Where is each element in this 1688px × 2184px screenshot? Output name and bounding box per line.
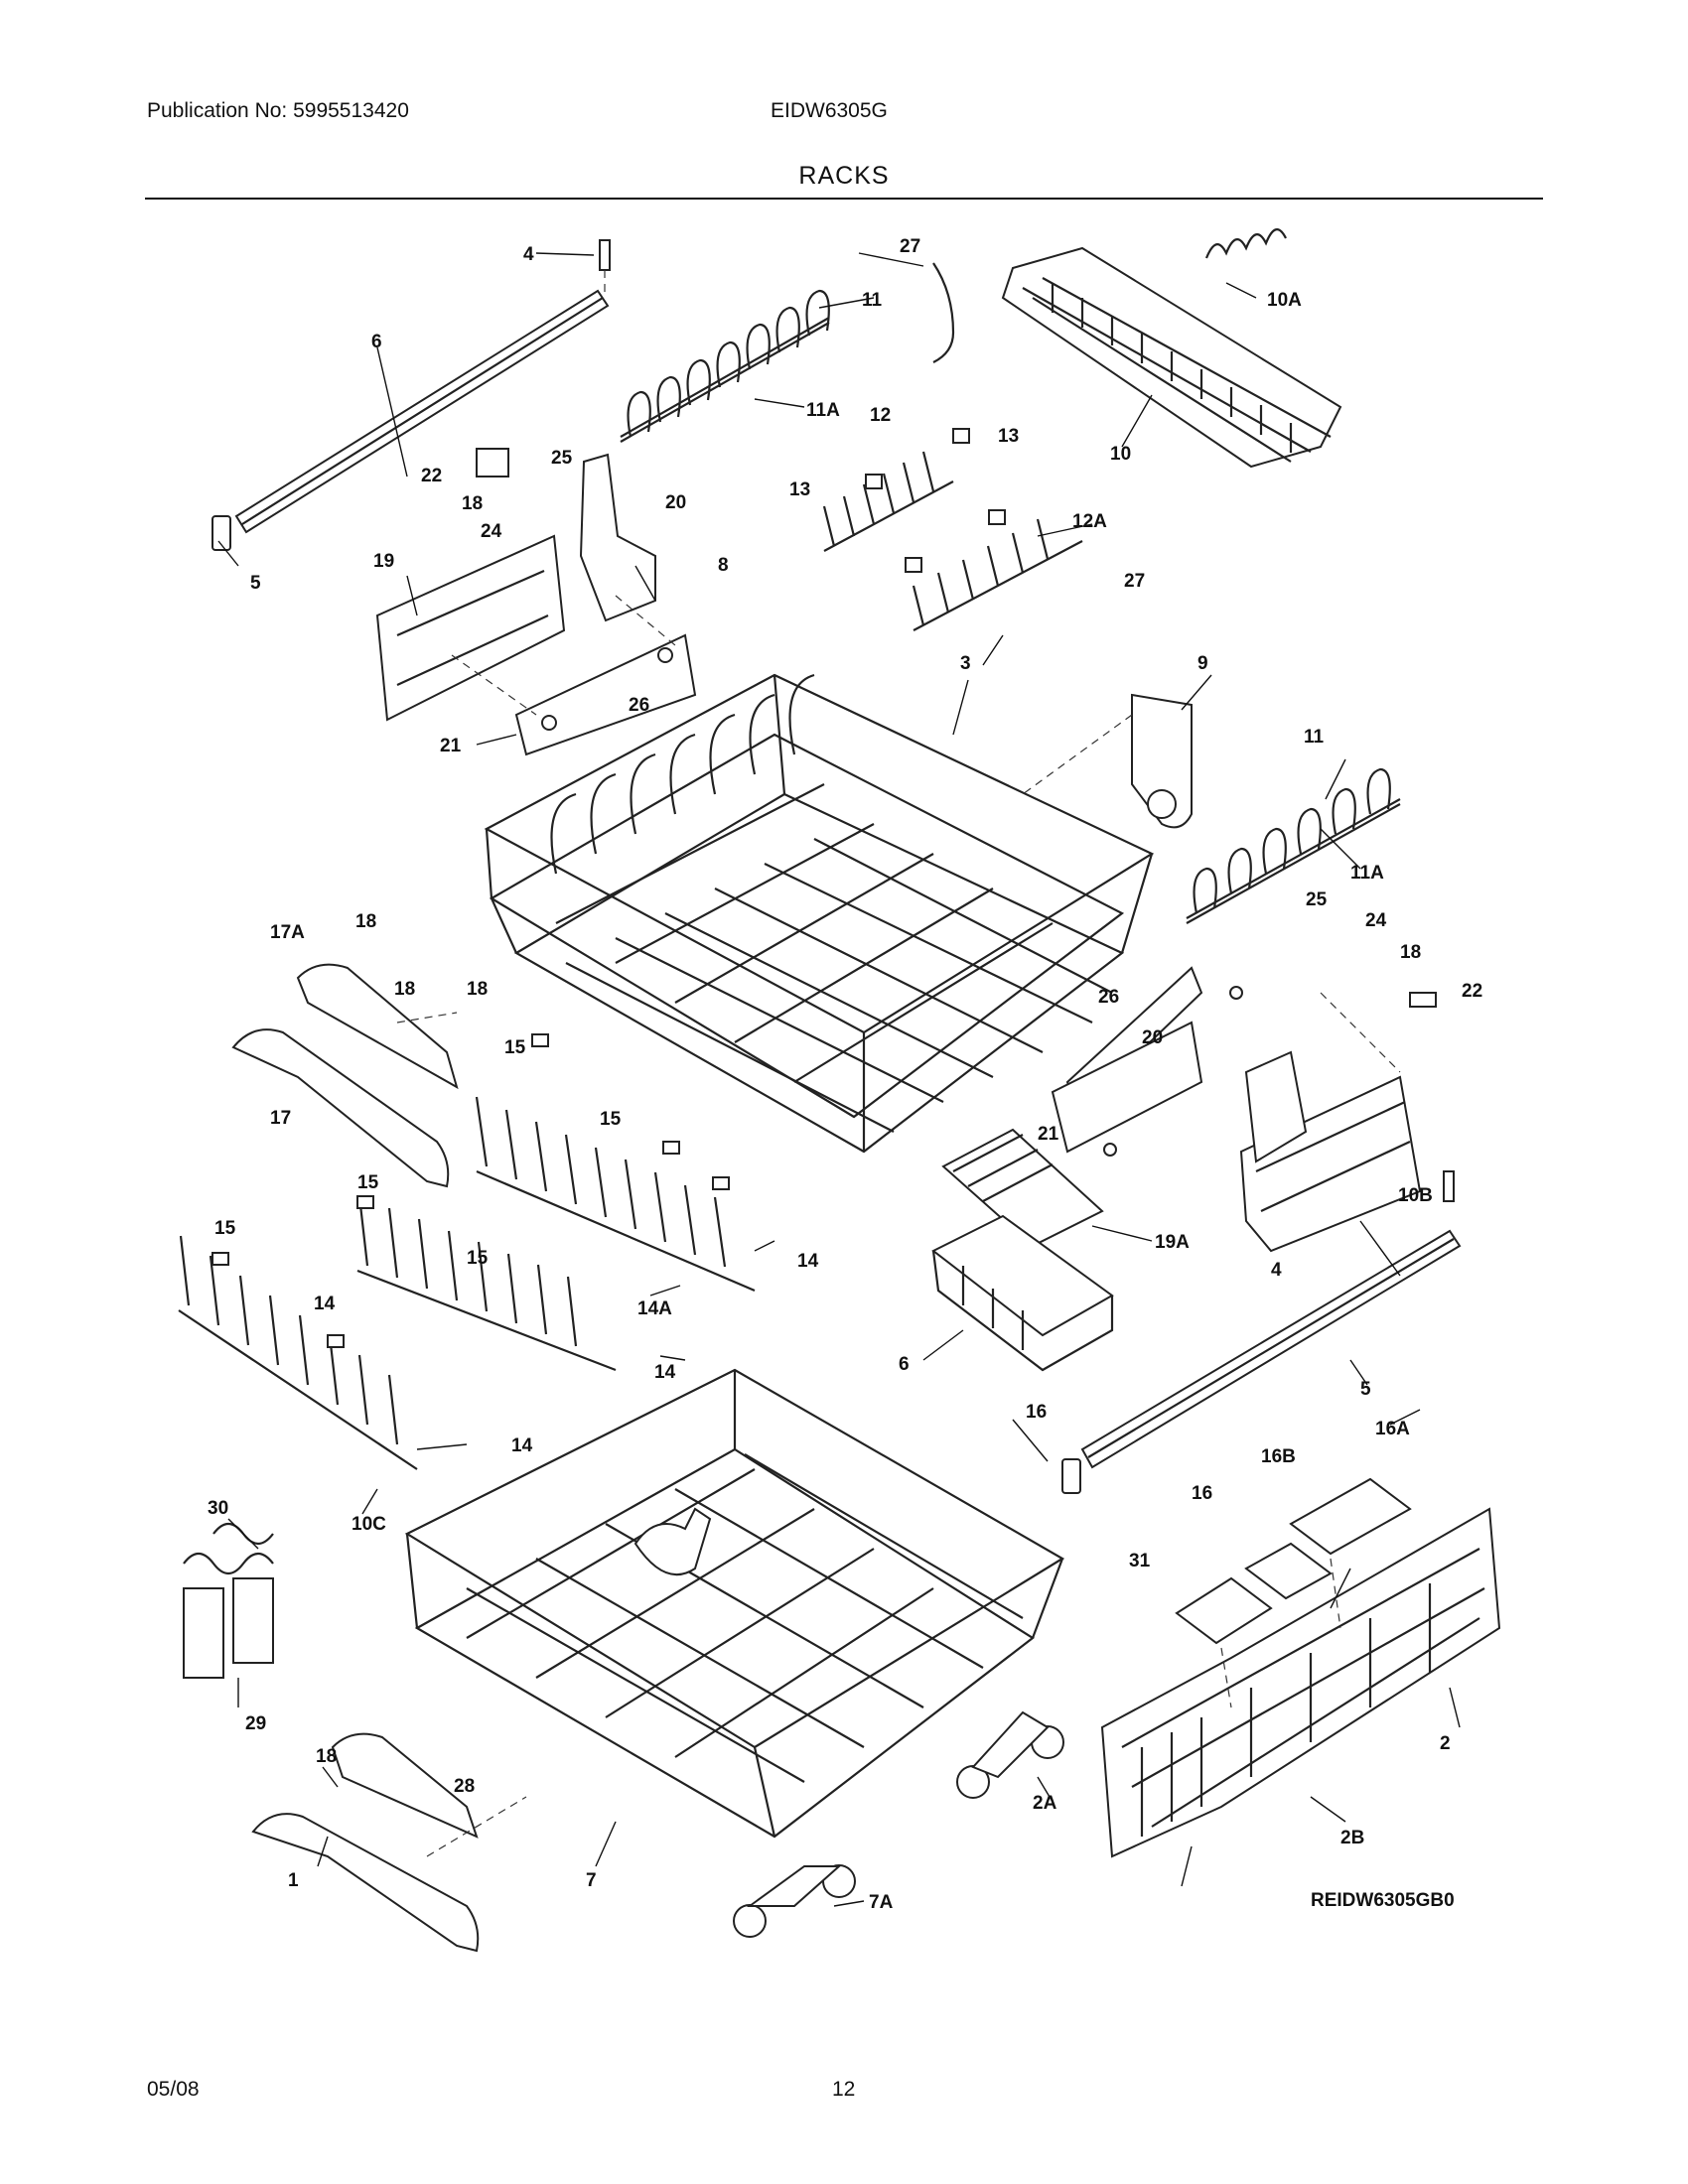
callout-6: 6 [371, 332, 382, 352]
callout-9: 9 [1197, 653, 1208, 674]
callout-11a: 11 [862, 290, 883, 311]
callout-6b: 5 [1360, 1379, 1371, 1400]
callout-19: 19 [373, 551, 394, 572]
callout-17: 17 [270, 1108, 291, 1129]
callout-14b: 14A [637, 1298, 672, 1319]
page-number: 12 [832, 2078, 856, 2101]
callout-10: 10 [1110, 444, 1131, 465]
callout-16A: 16B [1261, 1446, 1296, 1467]
callout-15f: 14 [314, 1294, 336, 1314]
callout-26a: 26 [629, 695, 649, 716]
callout-2: 2B [1340, 1828, 1364, 1848]
callout-14d: 10C [352, 1514, 386, 1535]
rack-adjuster-right [1051, 966, 1437, 1253]
diagram-reference-code: REIDW6305GB0 [1311, 1890, 1455, 1911]
rack-insert-upper-right [1186, 767, 1401, 924]
callout-17A: 17A [270, 922, 305, 943]
callout-18d: 18 [467, 979, 488, 1000]
callout-22b: 22 [1462, 981, 1482, 1002]
callout-10A: 10A [1267, 290, 1302, 311]
rack-wheels [733, 1710, 1064, 1938]
callout-5: 5 [250, 573, 261, 594]
callout-7A: 2A [1033, 1793, 1057, 1814]
callout-12A: 12A [1072, 511, 1107, 532]
callout-4b: 10B [1398, 1185, 1433, 1206]
callout-15c: 15 [357, 1172, 379, 1193]
publication-number: Publication No: 5995513420 [147, 99, 409, 122]
callout-8: 8 [718, 555, 729, 576]
callout-20a: 20 [665, 492, 686, 513]
callout-4: 4 [523, 244, 534, 265]
callout-26b: 26 [1098, 987, 1119, 1008]
callout-10C: 19A [1155, 1232, 1190, 1253]
callout-14a: 14 [797, 1251, 819, 1272]
callout-30: 29 [245, 1713, 266, 1734]
upper-rail-left [211, 239, 611, 551]
callout-3: 3 [960, 653, 971, 674]
lower-rack [404, 1368, 1065, 1839]
callout-27b: 27 [1124, 571, 1145, 592]
callout-18c: 18 [394, 979, 415, 1000]
tine-rows-lower [178, 1033, 756, 1470]
callout-24b: 24 [1365, 910, 1387, 931]
upper-silverware-basket [1001, 228, 1342, 469]
rack-insert-upper-left [620, 289, 830, 443]
callout-20b: 20 [1142, 1027, 1163, 1048]
callout-18f: 28 [454, 1776, 475, 1797]
callout-27a: 27 [900, 236, 920, 257]
callout-16b: 31 [1129, 1551, 1151, 1571]
callout-1: 7 [586, 1870, 597, 1891]
lower-silverware-basket [1100, 1477, 1501, 1858]
callout-11A-a: 11A [806, 400, 840, 421]
callout-2A: 2 [1440, 1733, 1451, 1754]
callout-7: 7A [869, 1892, 894, 1913]
callout-10B: 6 [899, 1354, 910, 1375]
callout-11A-b: 11A [1350, 863, 1384, 884]
callout-5b: 16 [1026, 1402, 1047, 1423]
callout-14c: 14 [511, 1435, 533, 1456]
upper-rack-handle [231, 963, 459, 1188]
callout-24a: 24 [481, 521, 502, 542]
callout-18e: 18 [1400, 942, 1421, 963]
callout-14A: 14 [654, 1362, 676, 1383]
leader-lines [217, 252, 1461, 1907]
callout-16B: 16 [1192, 1483, 1212, 1504]
small-basket [931, 1128, 1114, 1372]
callout-19A: 4 [1271, 1260, 1282, 1281]
callout-labels: 4 6 5 27 11 11A 10A 10 22 25 18 24 20 19… [208, 236, 1482, 1913]
clips-31-30 [183, 1522, 274, 1679]
callout-29: 18 [316, 1746, 337, 1767]
lower-rack-handle [251, 1732, 527, 1953]
rack-adjuster-left [375, 448, 697, 756]
callout-22a: 22 [421, 466, 442, 486]
model-number: EIDW6305G [771, 99, 888, 122]
callout-21b: 21 [1038, 1124, 1059, 1145]
callout-15e: 15 [467, 1248, 489, 1269]
callout-25b: 25 [1306, 889, 1328, 910]
spray-deflector [1022, 693, 1193, 829]
callout-16a: 16A [1375, 1419, 1410, 1439]
lower-rail-right [1061, 1170, 1462, 1494]
callout-13b: 13 [789, 479, 810, 500]
callout-11b: 11 [1304, 727, 1325, 748]
header-rule [145, 198, 1543, 200]
callout-25a: 25 [551, 448, 573, 469]
callout-15d: 15 [214, 1218, 236, 1239]
section-title: RACKS [798, 162, 890, 190]
callout-12: 12 [870, 405, 891, 426]
callout-31: 30 [208, 1498, 228, 1519]
callout-18b: 18 [355, 911, 376, 932]
publication-date: 05/08 [147, 2078, 200, 2101]
callout-28: 1 [288, 1870, 299, 1891]
callout-21a: 21 [440, 736, 462, 756]
tine-rows-upper [822, 428, 1083, 631]
callout-15a: 15 [504, 1037, 526, 1058]
callout-13a: 13 [998, 426, 1019, 447]
callout-18a: 18 [462, 493, 483, 514]
upper-rack [484, 673, 1155, 1154]
rack-clip-27-upper [932, 262, 955, 363]
callout-15b: 15 [600, 1109, 622, 1130]
